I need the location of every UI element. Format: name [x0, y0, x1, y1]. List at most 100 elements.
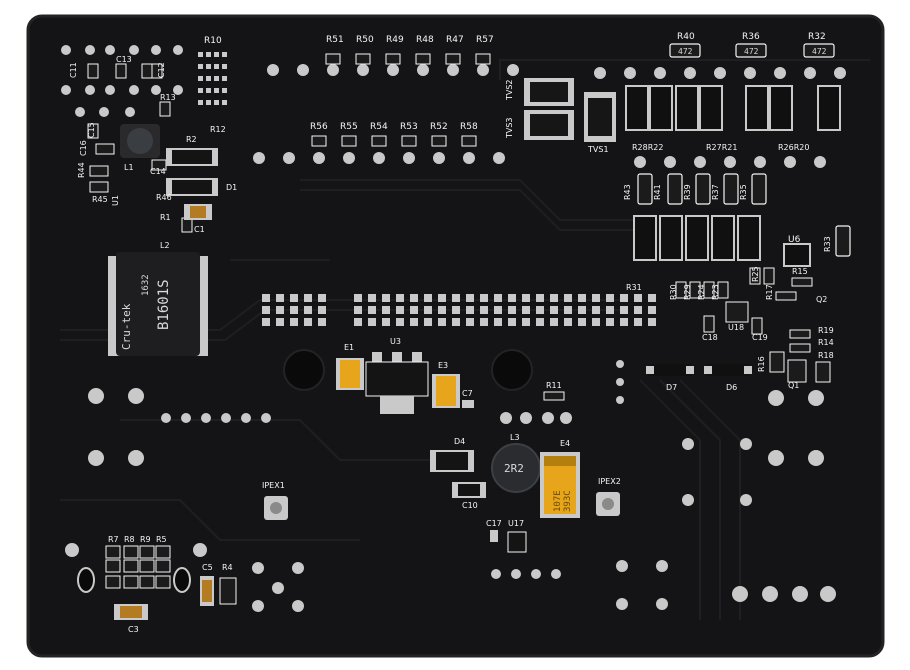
- header-pin: [382, 294, 390, 302]
- header-pin: [536, 294, 544, 302]
- label-u6: U6: [788, 235, 801, 245]
- header-pin: [648, 294, 656, 302]
- header-pin: [634, 294, 642, 302]
- inductor-l1: [120, 124, 160, 158]
- label-c15: C15: [87, 122, 96, 138]
- pad-strip-left: [161, 413, 271, 423]
- header-pin: [620, 294, 628, 302]
- diode-r2: [166, 148, 218, 166]
- sop-array-middle: [633, 215, 811, 267]
- header-pin: [508, 306, 516, 314]
- header-pin: [396, 294, 404, 302]
- label-r5: R5: [156, 535, 167, 544]
- label-r30: R30: [669, 284, 678, 300]
- pcb-board-edge: [26, 14, 885, 658]
- ipex-connector-1: [264, 496, 288, 520]
- tantalum-cap-e1: [336, 358, 364, 390]
- label-r37: R37: [711, 184, 720, 200]
- label-d1: D1: [226, 183, 237, 192]
- header-pin: [304, 306, 312, 314]
- label-ipex2: IPEX2: [598, 477, 621, 486]
- svg-text:393C: 393C: [563, 490, 573, 512]
- label-r4: R4: [222, 563, 233, 572]
- label-c19: C19: [752, 333, 768, 342]
- label-r26r20: R26R20: [778, 143, 809, 152]
- label-r14: R14: [818, 338, 834, 347]
- capacitor-c5: [200, 576, 214, 606]
- label-r39: R39: [683, 184, 692, 200]
- header-pin: [276, 318, 284, 326]
- label-d7: D7: [666, 383, 677, 392]
- label-r13: R13: [160, 93, 176, 102]
- label-r41: R41: [653, 184, 662, 200]
- label-r25: R25: [751, 266, 760, 282]
- label-r53: R53: [400, 122, 418, 132]
- header-pin: [494, 306, 502, 314]
- header-pin: [368, 294, 376, 302]
- header-pin: [550, 318, 558, 326]
- header-pin: [620, 318, 628, 326]
- header-pin: [494, 294, 502, 302]
- header-pin: [354, 306, 362, 314]
- label-r48: R48: [416, 35, 434, 45]
- label-e3: E3: [438, 361, 448, 370]
- svg-text:1632: 1632: [141, 274, 151, 296]
- header-pin: [410, 294, 418, 302]
- header-pin: [466, 306, 474, 314]
- header-pin: [410, 306, 418, 314]
- label-r52: R52: [430, 122, 448, 132]
- header-pin: [648, 318, 656, 326]
- header-pin: [452, 294, 460, 302]
- label-r36: R36: [742, 32, 760, 42]
- pin-header-2x20: [262, 294, 656, 326]
- header-pin: [396, 306, 404, 314]
- header-pin: [522, 306, 530, 314]
- header-pin: [578, 294, 586, 302]
- header-pin: [480, 306, 488, 314]
- tvs-diode-3: [524, 110, 574, 140]
- header-pin: [564, 294, 572, 302]
- large-pads: [65, 388, 836, 612]
- header-pin: [290, 318, 298, 326]
- diode-d4: [430, 450, 474, 472]
- header-pin: [424, 318, 432, 326]
- header-pin: [550, 294, 558, 302]
- svg-text:472: 472: [812, 47, 827, 56]
- header-pin: [438, 318, 446, 326]
- header-pin: [606, 306, 614, 314]
- label-r1: R1: [160, 213, 171, 222]
- label-r9: R9: [140, 535, 151, 544]
- top-resistors: [311, 53, 491, 147]
- sop-array-top: [625, 85, 841, 131]
- header-pin: [508, 294, 516, 302]
- label-ipex1: IPEX1: [262, 481, 285, 490]
- ipex-connector-2: [596, 492, 620, 516]
- header-pin: [564, 306, 572, 314]
- label-l1: L1: [124, 163, 134, 172]
- header-pin: [368, 306, 376, 314]
- header-pin: [578, 306, 586, 314]
- label-c12: C12: [157, 62, 166, 78]
- label-r33: R33: [823, 236, 832, 252]
- left-top-parts: [87, 63, 193, 233]
- svg-text:2R2: 2R2: [504, 462, 524, 475]
- label-u3: U3: [390, 337, 401, 346]
- resistor-r4: [219, 577, 237, 605]
- header-pin: [276, 294, 284, 302]
- header-pin: [410, 318, 418, 326]
- label-d4: D4: [454, 437, 465, 446]
- label-l2: L2: [160, 241, 170, 250]
- header-pin: [606, 294, 614, 302]
- diode-d7: [646, 364, 694, 376]
- label-q1: Q1: [788, 381, 799, 390]
- label-r58: R58: [460, 122, 478, 132]
- label-r49: R49: [386, 35, 404, 45]
- capacitor-c3: [114, 604, 148, 620]
- diode-d1: [166, 178, 218, 196]
- header-pin: [466, 294, 474, 302]
- header-pin: [368, 318, 376, 326]
- header-pin: [354, 294, 362, 302]
- label-r45: R45: [92, 195, 108, 204]
- header-pin: [480, 294, 488, 302]
- mounting-hole-left: [283, 349, 325, 391]
